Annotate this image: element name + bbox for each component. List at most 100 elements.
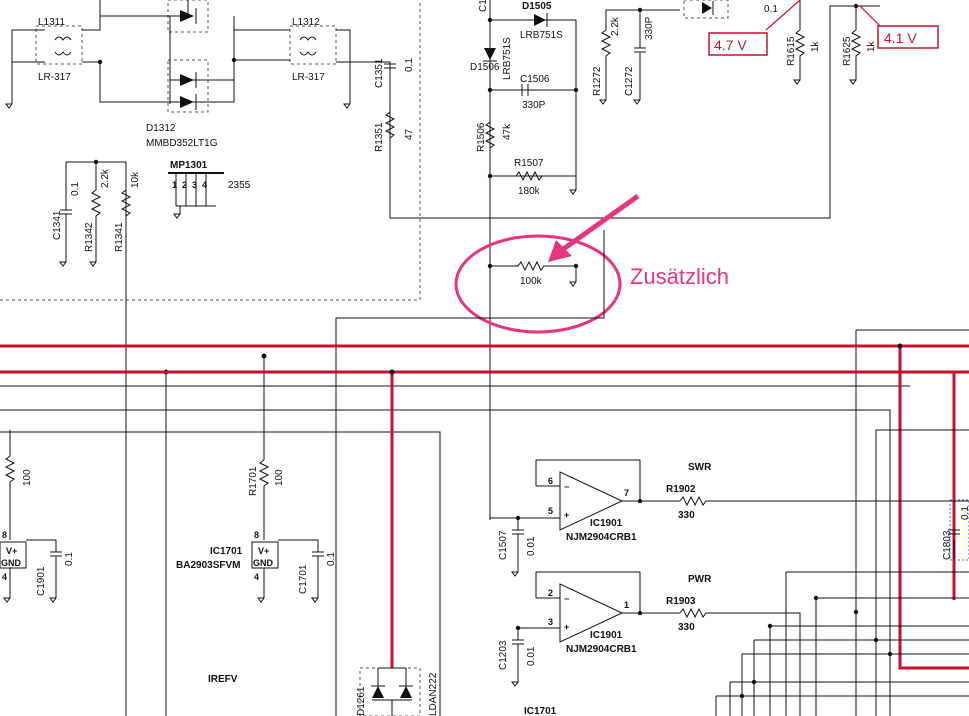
c1203-value: 0.01	[526, 646, 537, 666]
c1901-left-label: C1901	[36, 566, 47, 596]
mp1301-pin-1: 1	[172, 180, 177, 190]
d1261-part: LDAN222	[428, 672, 439, 716]
r1342-label: R1342	[84, 222, 95, 252]
annotation-arrow	[560, 193, 640, 253]
c1351-label: C1351	[374, 58, 385, 88]
ic-left-pin-8: 8	[2, 530, 7, 540]
annotation-arrowhead	[548, 240, 572, 262]
l1312-value: LR-317	[292, 72, 325, 83]
l1311-value: LR-317	[38, 72, 71, 83]
diode-symbol	[400, 686, 412, 698]
diode-symbol	[372, 686, 384, 698]
c1803-value: 0.1	[960, 506, 969, 520]
r1506-value: 47k	[502, 123, 513, 140]
ic-left-vplus: V+	[6, 546, 17, 556]
ic-left-gnd: GND	[1, 558, 22, 568]
ic1701-bottom-label: IC1701	[524, 706, 557, 716]
added-resistor-100k	[487, 260, 579, 287]
bias-network-left	[59, 159, 132, 716]
voltage-label-2: 4.1 V	[884, 30, 917, 46]
diode-symbol	[702, 2, 712, 14]
opb-minus: −	[564, 594, 569, 604]
d1506-label: D1506	[470, 62, 500, 73]
r1341-value: 10k	[130, 171, 141, 188]
ic1901-a-label: IC1901	[590, 518, 623, 529]
annotation-text: Zusätzlich	[630, 264, 729, 289]
left-coupler-circuit	[5, 0, 391, 218]
r1341-label: R1341	[114, 222, 125, 252]
r1625-value: 1k	[866, 40, 877, 52]
r1902-value: 330	[678, 510, 695, 521]
ic1701-block	[251, 459, 324, 603]
r1903-value: 330	[678, 622, 695, 633]
ic1701-pin-8: 8	[254, 530, 259, 540]
c1803-label: C1803	[942, 530, 953, 560]
lower-wiring	[0, 230, 969, 716]
ic-left-pin-4: 4	[2, 572, 7, 582]
ic1901-b-part: NJM2904CRB1	[566, 644, 637, 655]
ic1701-gnd: GND	[253, 558, 274, 568]
mp1301-label: MP1301	[170, 160, 208, 171]
c1-top-label: C1	[478, 0, 489, 12]
d1312-part: MMBD352LT1G	[146, 138, 218, 149]
r1351-value: 47	[404, 128, 415, 140]
diode-symbol	[180, 74, 194, 86]
d1505-label: D1505	[522, 1, 552, 12]
irefv-label: IREFV	[208, 674, 238, 685]
opa-pin-5: 5	[548, 506, 553, 516]
opb-pin-3: 3	[548, 617, 553, 627]
r1902-label: R1902	[666, 484, 696, 495]
ic1701-pin-4: 4	[254, 572, 259, 582]
c1901-left-value: 0.1	[64, 552, 75, 566]
r1272-label: R1272	[592, 66, 603, 96]
added-resistor-value: 100k	[520, 276, 543, 287]
swr-label: SWR	[688, 462, 712, 473]
ic1701-part: BA2903SFVM	[176, 560, 240, 571]
opb-plus: +	[564, 622, 569, 632]
opa-pin-7: 7	[624, 488, 629, 498]
c1272-value: 330P	[644, 16, 655, 40]
diode-symbol	[534, 14, 546, 26]
ic1701-vplus: V+	[258, 546, 269, 556]
opb-pin-2: 2	[548, 588, 553, 598]
detector-column	[390, 0, 856, 520]
d1261-diode-pair	[359, 667, 421, 716]
r1615-r1625-divider	[765, 0, 881, 85]
opa-pin-6: 6	[548, 476, 553, 486]
c1506-value: 330P	[522, 100, 546, 111]
r1615-value: 1k	[810, 40, 821, 52]
ic1701-label: IC1701	[210, 546, 243, 557]
pwr-label: PWR	[688, 574, 712, 585]
mp1301-pin-3: 3	[192, 180, 197, 190]
diode-symbol	[484, 48, 496, 60]
r1701-value: 100	[274, 469, 285, 486]
opamp-swr	[490, 459, 969, 577]
diode-symbol	[180, 96, 194, 108]
d1506-part: LRB751S	[502, 37, 513, 80]
opa-minus: −	[564, 482, 569, 492]
r1351-label: R1351	[374, 122, 385, 152]
mp1301-pin-4: 4	[202, 180, 207, 190]
r1272-value: 2.2k	[610, 16, 621, 36]
r-left-value: 100	[22, 469, 33, 486]
c1507-label: C1507	[498, 530, 509, 560]
annotation-ellipse	[454, 234, 622, 334]
c1272-label: C1272	[624, 66, 635, 96]
mp1301-pin-2: 2	[182, 180, 187, 190]
voltage-label-box-1	[708, 32, 768, 56]
r1507-value: 180k	[518, 186, 541, 197]
d1312-label: D1312	[146, 123, 176, 134]
c1701-label: C1701	[298, 564, 309, 594]
r1507-label: R1507	[514, 158, 544, 169]
opa-plus: +	[564, 510, 569, 520]
opamp-pwr	[511, 571, 801, 716]
r1903-label: R1903	[666, 596, 696, 607]
d1505-part: LRB751S	[520, 30, 563, 41]
diode-symbol	[180, 10, 194, 22]
c1506-label: C1506	[520, 74, 550, 85]
c1351-r1351-branch	[384, 63, 396, 139]
ic1901-a-part: NJM2904CRB1	[566, 532, 637, 543]
l1311-label: L1311	[38, 17, 66, 28]
mp1301-value: 2355	[228, 180, 251, 191]
